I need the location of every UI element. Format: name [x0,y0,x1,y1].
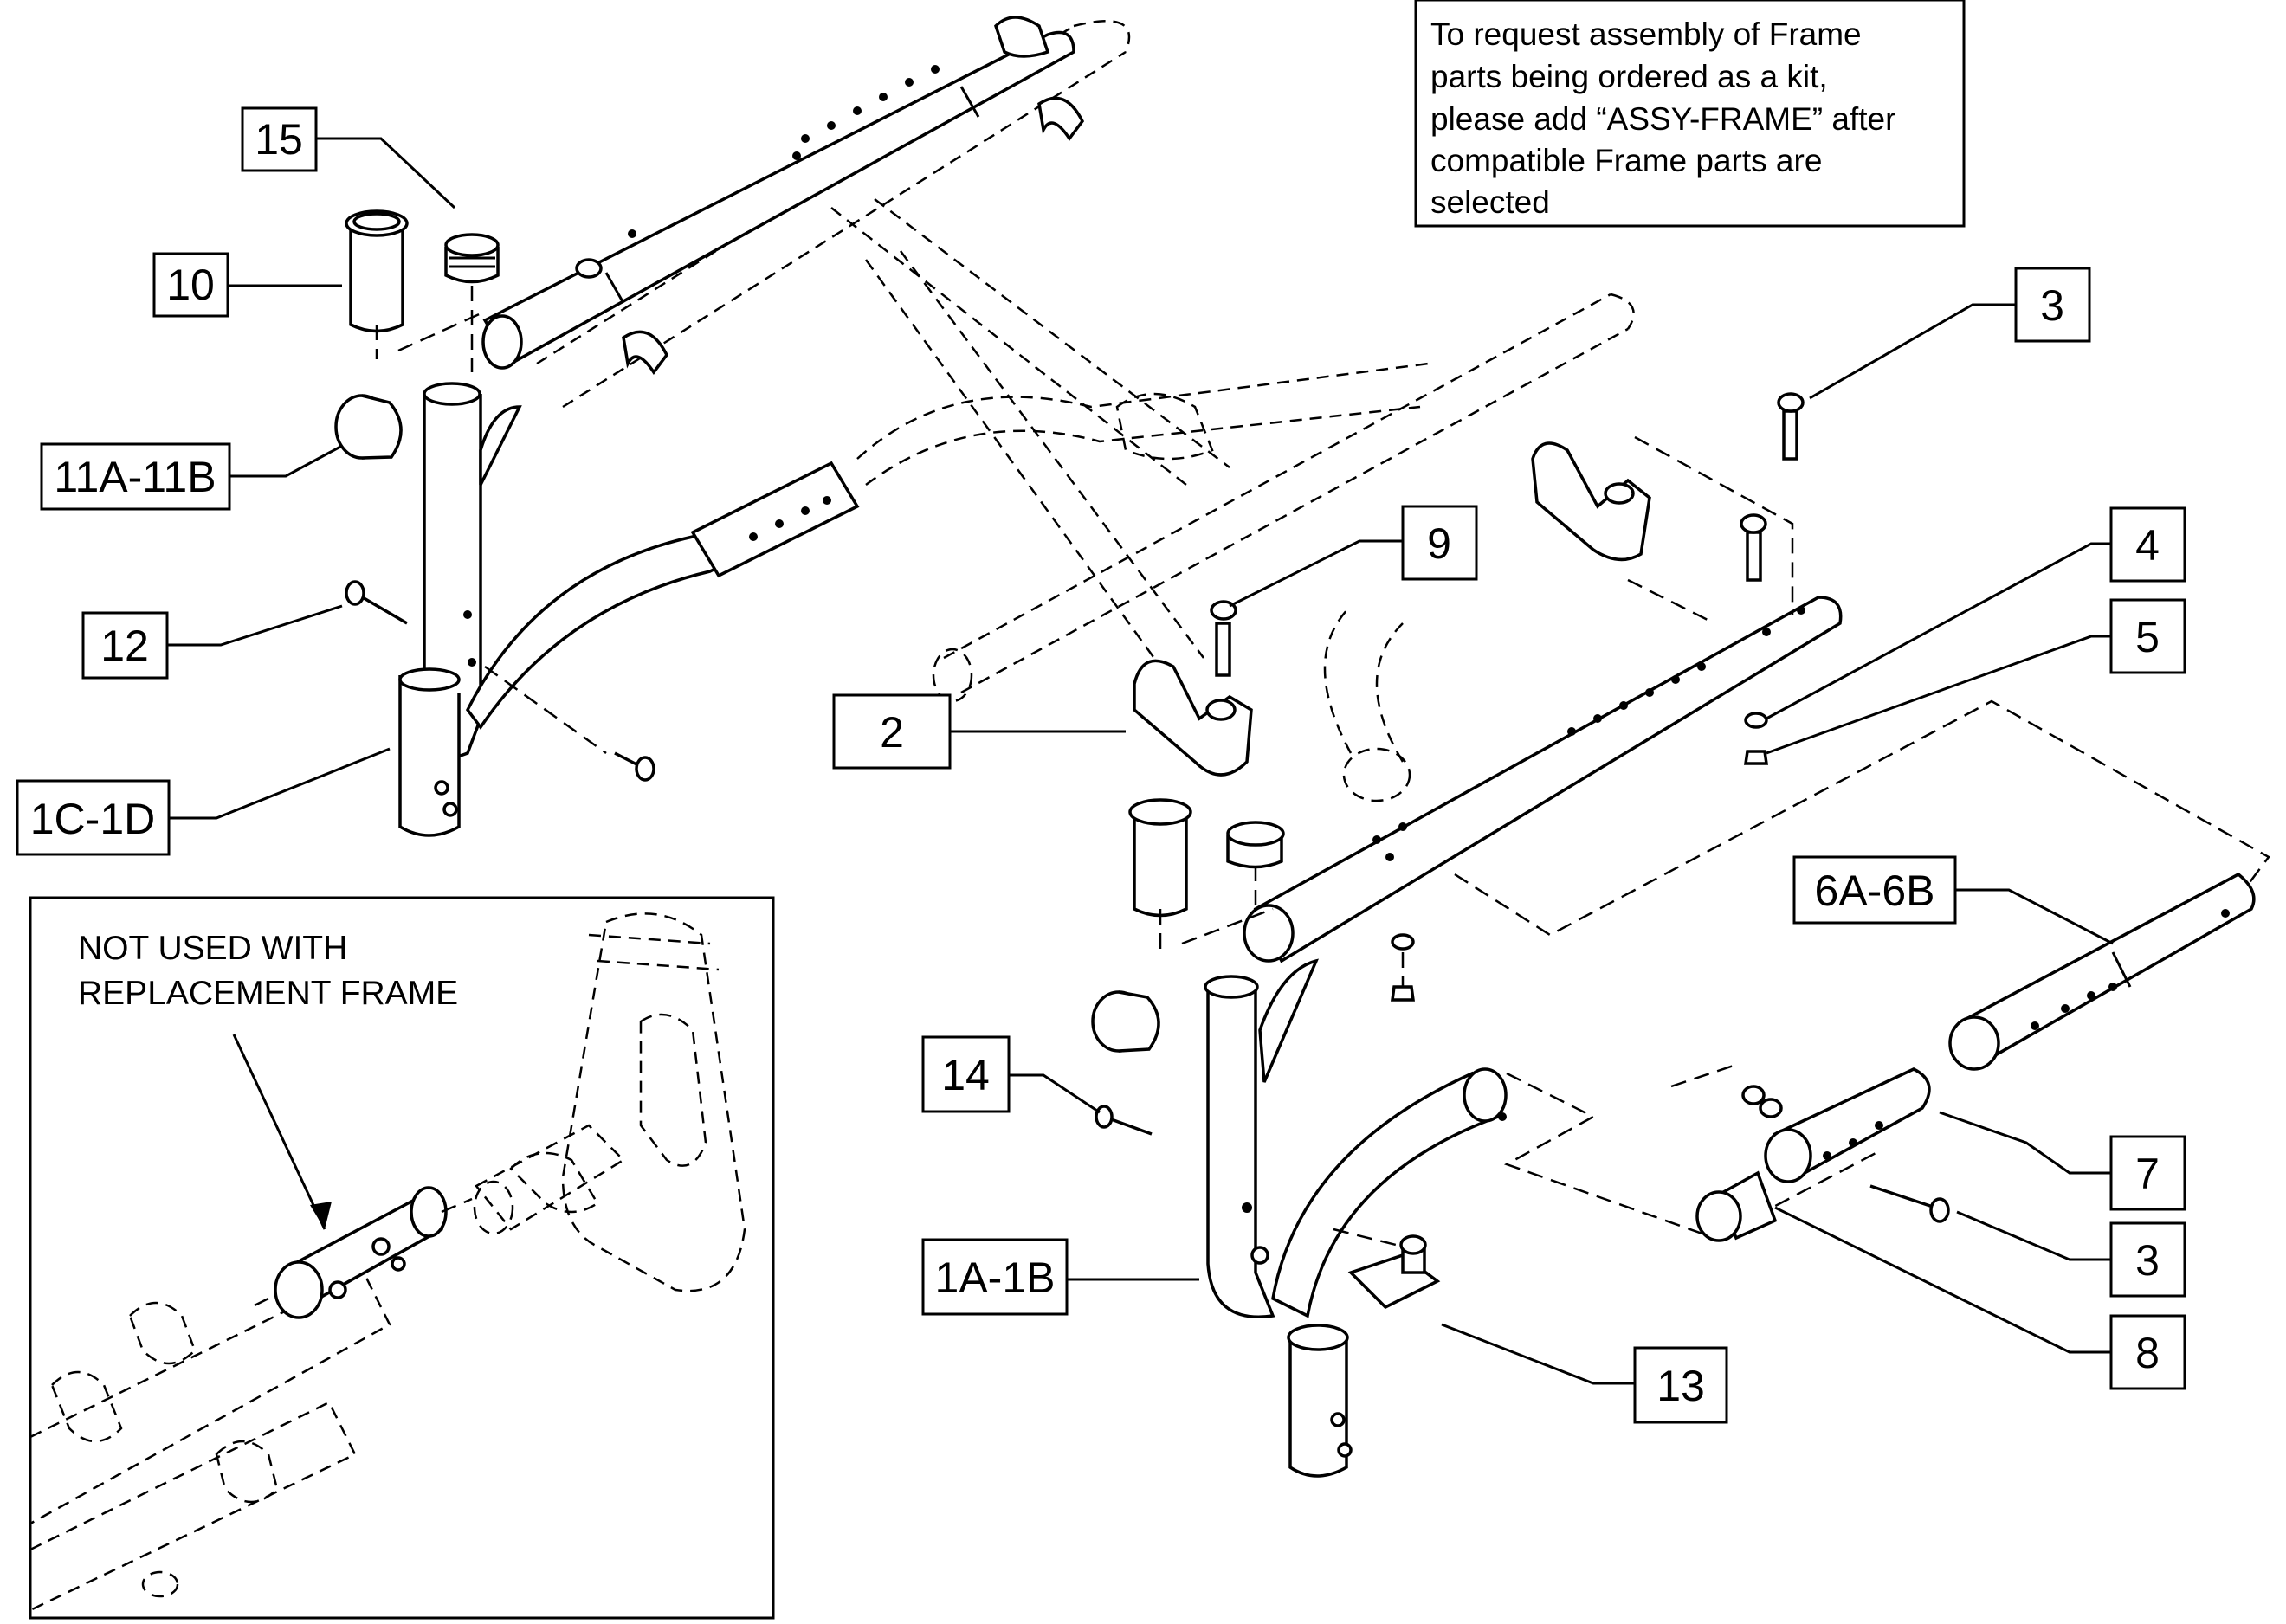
svg-text:REPLACEMENT FRAME: REPLACEMENT FRAME [78,975,458,1012]
callout-2: 2 [832,693,952,770]
callout-10: 10 [152,252,229,318]
callout-6a-6b: 6A-6B [1792,855,1957,925]
svg-text:12: 12 [100,622,149,670]
callout-7: 7 [2109,1135,2186,1211]
svg-text:7: 7 [2135,1150,2160,1198]
svg-text:3: 3 [2040,281,2064,330]
right-small-parts [1091,392,2270,1310]
callout-14: 14 [921,1035,1011,1113]
svg-text:NOT USED WITH: NOT USED WITH [78,930,347,967]
callout-3-bottom: 3 [2109,1221,2186,1298]
callout-8: 8 [2109,1314,2186,1390]
callout-1c-1d: 1C-1D [16,779,171,856]
inset-panel: NOT USED WITH REPLACEMENT FRAME [29,896,775,1620]
svg-text:10: 10 [166,261,215,309]
svg-text:1C-1D: 1C-1D [30,795,155,843]
svg-text:2: 2 [880,708,904,757]
callout-13: 13 [1633,1346,1728,1424]
callout-11a-11b: 11A-11B [40,442,231,511]
left-small-parts [334,209,655,782]
leader-lines [167,137,2114,1385]
left-frame-assembly [398,16,1085,837]
background-frame-hidden-lines [536,20,1635,802]
svg-text:1A-1B: 1A-1B [935,1253,1056,1302]
svg-text:please add “ASSY-FRAME” after: please add “ASSY-FRAME” after [1430,101,1895,137]
callout-12: 12 [81,611,169,680]
callout-5: 5 [2109,598,2186,674]
callout-3-top: 3 [2014,267,2091,343]
callout-9: 9 [1401,505,1478,581]
right-frame-assembly [1204,596,1843,1478]
svg-text:To request assembly of Frame: To request assembly of Frame [1430,16,1862,52]
svg-text:14: 14 [941,1051,990,1099]
svg-text:6A-6B: 6A-6B [1815,867,1935,915]
svg-text:compatible Frame parts are: compatible Frame parts are [1430,143,1822,178]
svg-text:11A-11B: 11A-11B [54,453,216,501]
callout-1a-1b: 1A-1B [921,1238,1069,1316]
callout-4: 4 [2109,506,2186,583]
svg-text:13: 13 [1656,1362,1705,1410]
svg-text:4: 4 [2135,521,2160,570]
tube-6a-6b [1948,872,2256,1071]
svg-text:parts being ordered as a kit,: parts being ordered as a kit, [1430,59,1828,94]
svg-text:5: 5 [2135,613,2160,661]
svg-text:9: 9 [1427,519,1451,568]
callout-15: 15 [241,106,318,172]
svg-text:15: 15 [255,115,303,164]
parts-7-8 [1695,1067,1950,1242]
svg-text:8: 8 [2135,1329,2160,1377]
assembly-note: To request assembly of Frame parts being… [1414,0,1966,228]
svg-text:3: 3 [2135,1236,2160,1285]
svg-text:selected: selected [1430,184,1550,220]
